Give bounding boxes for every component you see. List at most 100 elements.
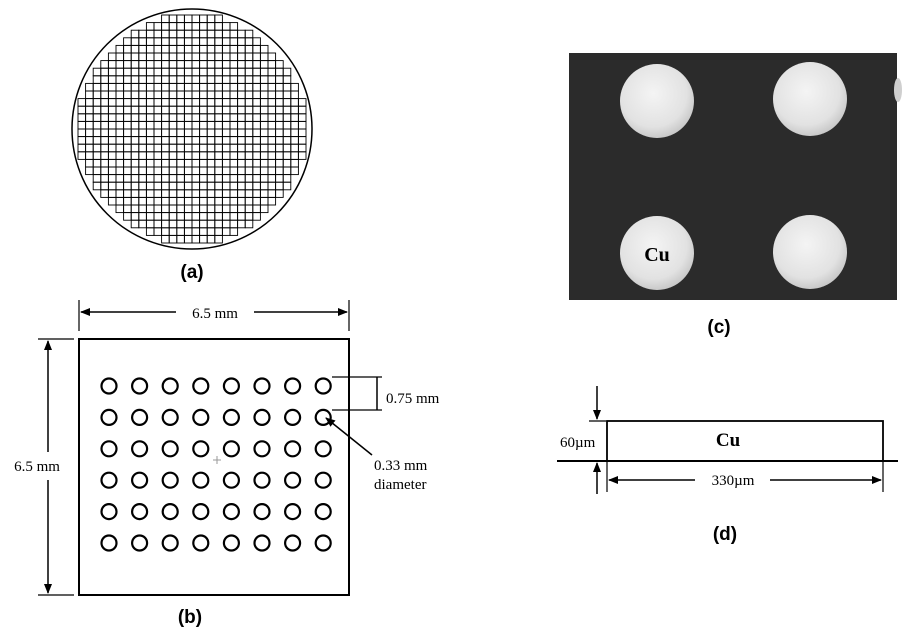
wafer-die (297, 136, 307, 145)
wafer-die (161, 52, 170, 62)
bump-pad (284, 440, 302, 458)
wafer-die (107, 158, 117, 168)
cu-pad-top-right (773, 62, 847, 136)
wafer-die (282, 105, 292, 115)
bump-pad (314, 534, 332, 552)
bump-pad (100, 377, 118, 395)
wafer-die (191, 67, 201, 77)
wafer-die (206, 196, 216, 206)
wafer-die (275, 98, 284, 107)
wafer-die (115, 136, 125, 145)
wafer-die (107, 98, 117, 107)
wafer-die (267, 181, 277, 191)
wafer-die (176, 44, 185, 54)
wafer-die (183, 29, 193, 39)
wafer-die (145, 44, 155, 54)
wafer-die (214, 227, 223, 236)
wafer-die (153, 90, 163, 100)
wafer-die (214, 196, 223, 206)
wafer-die (206, 181, 216, 191)
wafer-die (100, 151, 109, 160)
wafer-die (145, 113, 155, 122)
wafer-die (176, 52, 185, 62)
wafer-die (138, 113, 147, 122)
wafer-die (138, 219, 147, 229)
wafer-die (100, 143, 109, 153)
wafer-die (221, 196, 231, 206)
wafer-die (237, 204, 246, 214)
wafer-die (229, 37, 239, 46)
wafer-die (206, 120, 216, 130)
wafer-die (290, 128, 299, 138)
wafer-die (115, 181, 125, 191)
wafer-die (221, 174, 231, 183)
wafer-die (115, 120, 125, 130)
wafer-die (138, 52, 147, 62)
wafer-die (267, 189, 277, 198)
wafer-die (229, 181, 239, 191)
bump-pad (222, 471, 240, 489)
wafer-die (252, 196, 261, 206)
wafer-die (123, 189, 132, 198)
wafer-die (221, 128, 231, 138)
wafer-die (206, 204, 216, 214)
wafer-die (168, 181, 178, 191)
wafer-die (191, 105, 201, 115)
wafer-die (168, 44, 178, 54)
wafer-die (168, 113, 178, 122)
wafer-die (168, 22, 178, 31)
wafer-die (267, 113, 277, 122)
wafer-die (77, 151, 87, 160)
wafer-die (130, 174, 140, 183)
wafer-die (290, 98, 299, 107)
wafer-die (282, 98, 292, 107)
wafer-die (244, 219, 254, 229)
wafer-die (176, 158, 185, 168)
pitch-dim-label: 0.75 mm (386, 391, 440, 407)
wafer-die (176, 181, 185, 191)
wafer-die (191, 189, 201, 198)
wafer-die (221, 98, 231, 107)
wafer-die (191, 136, 201, 145)
wafer-die (290, 136, 299, 145)
wafer-die (267, 128, 277, 138)
wafer-die (252, 75, 261, 84)
wafer-die (237, 52, 246, 62)
wafer-die (229, 120, 239, 130)
wafer-die (297, 105, 307, 115)
wafer-die (176, 234, 185, 244)
wafer-die (176, 98, 185, 107)
wafer-die (191, 204, 201, 214)
wafer-die (168, 67, 178, 77)
wafer-die (145, 196, 155, 206)
wafer-die (282, 120, 292, 130)
wafer-die (138, 60, 147, 69)
wafer-die (138, 128, 147, 138)
wafer-die (123, 204, 132, 214)
wafer-die (100, 136, 109, 145)
wafer-die (168, 105, 178, 115)
wafer-die (206, 234, 216, 244)
wafer-die (92, 90, 102, 100)
wafer-die (290, 158, 299, 168)
wafer-die (138, 98, 147, 107)
wafer-die (161, 234, 170, 244)
wafer-die (267, 82, 277, 92)
wafer-die (252, 158, 261, 168)
wafer-die (176, 212, 185, 221)
wafer-die (221, 189, 231, 198)
wafer-die (275, 158, 284, 168)
wafer-die (206, 219, 216, 229)
wafer-die (259, 174, 269, 183)
wafer-die (130, 75, 140, 84)
wafer-die (206, 44, 216, 54)
wafer-die (282, 158, 292, 168)
wafer-die (168, 212, 178, 221)
wafer-die (237, 75, 246, 84)
wafer-die (130, 136, 140, 145)
wafer-die (244, 189, 254, 198)
bump-pad (222, 408, 240, 426)
wafer-die (275, 105, 284, 115)
wafer-die (237, 67, 246, 77)
wafer-die (115, 204, 125, 214)
